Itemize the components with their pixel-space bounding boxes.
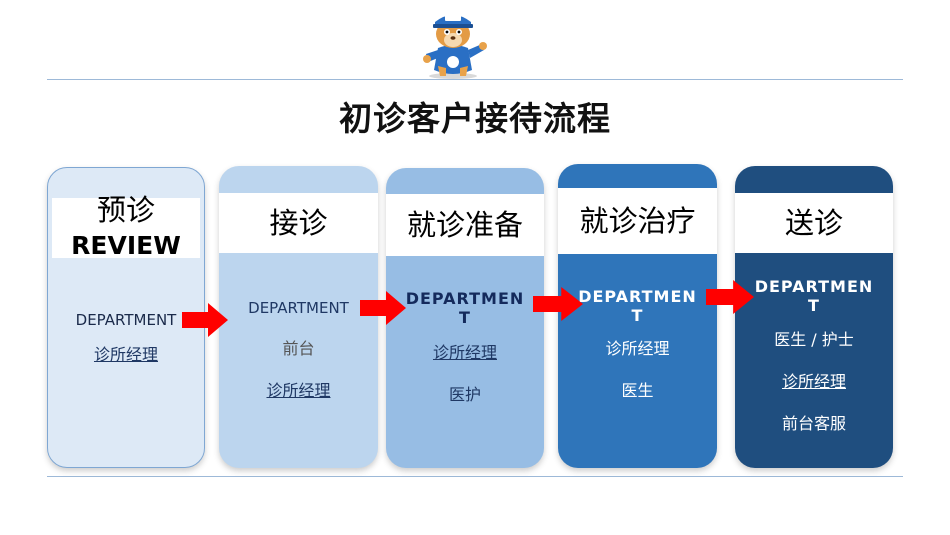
stage-heading: 就诊治疗 <box>579 204 696 238</box>
flow-arrow-icon <box>706 280 754 314</box>
stage-heading: 就诊准备 <box>406 208 523 242</box>
stage-body: DEPARTMENT 诊所经理 <box>48 311 204 365</box>
stage-card-2: 接诊 DEPARTMENT 前台 诊所经理 <box>219 166 378 468</box>
department-label: DEPARTMENT <box>578 287 697 325</box>
stage-header: 接诊 <box>219 193 378 253</box>
stage-heading: 接诊 <box>269 206 328 240</box>
role-label: 医生 / 护士 <box>774 330 854 349</box>
stage-header: 就诊治疗 <box>558 188 717 254</box>
stage-header: 送诊 <box>735 193 893 253</box>
stage-header: 就诊准备 <box>386 194 544 256</box>
stage-card-4: 就诊治疗 DEPARTMENT 诊所经理 医生 <box>558 164 717 468</box>
stage-card-1: 预诊 REVIEW DEPARTMENT 诊所经理 <box>47 167 205 468</box>
role-label: 医生 <box>621 381 654 400</box>
stage-header: 预诊 REVIEW <box>52 193 200 260</box>
page-title: 初诊客户接待流程 <box>339 99 611 138</box>
department-label: DEPARTMENT <box>405 289 525 327</box>
top-divider <box>47 79 903 80</box>
department-label: DEPARTMENT <box>75 311 177 329</box>
department-label: DEPARTMENT <box>248 299 349 317</box>
role-label: 诊所经理 <box>781 372 846 391</box>
role-label: 诊所经理 <box>432 343 497 362</box>
stage-body: DEPARTMENT 诊所经理 医护 <box>386 289 544 405</box>
role-label: 前台 <box>282 339 315 358</box>
role-label: 诊所经理 <box>93 345 158 364</box>
flow-arrow-icon <box>533 287 583 321</box>
stage-card-3: 就诊准备 DEPARTMENT 诊所经理 医护 <box>386 168 544 468</box>
stage-subheading: REVIEW <box>71 231 181 260</box>
bottom-divider <box>47 476 903 477</box>
role-label: 诊所经理 <box>266 381 331 400</box>
flow-arrow-icon <box>182 303 228 337</box>
role-label: 诊所经理 <box>605 339 670 358</box>
stage-heading: 预诊 <box>96 193 155 227</box>
mascot-illustration <box>423 15 487 79</box>
department-label: DEPARTMENT <box>754 277 874 315</box>
stage-card-5: 送诊 DEPARTMENT 医生 / 护士 诊所经理 前台客服 <box>735 166 893 468</box>
stage-heading: 送诊 <box>784 206 843 240</box>
stage-body: DEPARTMENT 医生 / 护士 诊所经理 前台客服 <box>735 277 893 434</box>
role-label: 医护 <box>448 385 481 404</box>
role-label: 前台客服 <box>781 414 846 433</box>
flow-arrow-icon <box>360 291 406 325</box>
stage-body: DEPARTMENT 诊所经理 医生 <box>558 287 717 401</box>
stage-body: DEPARTMENT 前台 诊所经理 <box>219 299 378 401</box>
